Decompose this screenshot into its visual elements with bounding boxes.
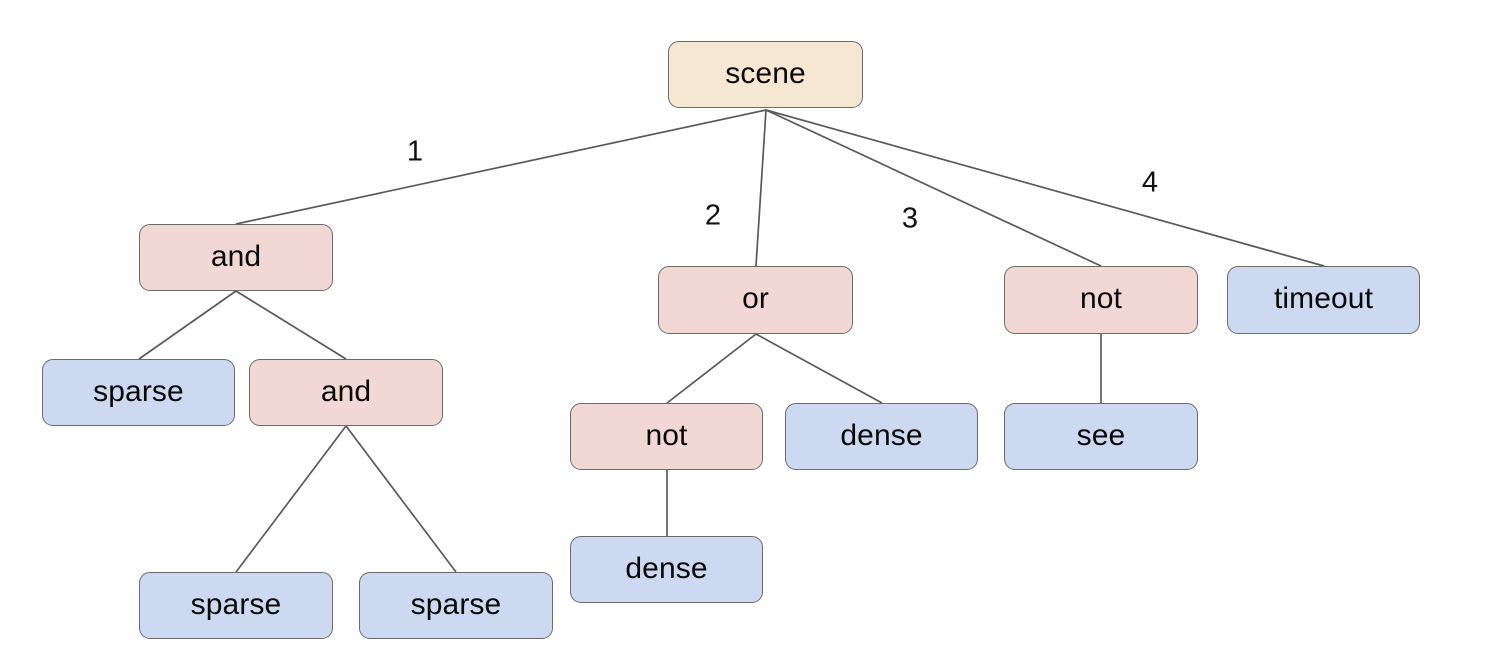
tree-edge-scene-to-timeout1 [765,109,1325,267]
tree-node-not1[interactable]: not [570,403,763,470]
tree-node-label: not [1079,282,1122,315]
tree-node-sparse1[interactable]: sparse [42,359,235,426]
tree-node-timeout1[interactable]: timeout [1227,266,1420,334]
tree-node-label: scene [725,56,806,90]
edge-label-scene-to-or1: 2 [704,199,722,232]
tree-edge-scene-to-and1 [235,109,767,225]
tree-node-label: sparse [410,587,502,621]
tree-node-label: see [1076,418,1126,452]
tree-node-sparse2[interactable]: sparse [139,572,333,639]
tree-node-label: sparse [190,587,282,621]
tree-edge-or1-to-dense1 [755,333,883,404]
tree-node-see1[interactable]: see [1004,403,1198,470]
edge-label-scene-to-not2: 3 [901,202,919,235]
tree-node-dense2[interactable]: dense [570,536,763,603]
tree-node-scene[interactable]: scene [668,41,863,108]
tree-node-label: dense [840,418,923,452]
tree-node-or1[interactable]: or [658,266,853,334]
tree-node-label: timeout [1273,282,1374,315]
tree-node-and2[interactable]: and [249,359,443,426]
tree-node-label: sparse [93,374,184,408]
tree-edge-and2-to-sparse3 [345,425,457,573]
tree-edge-and2-to-sparse2 [235,425,347,573]
tree-edge-and1-to-sparse1 [138,290,237,360]
tree-edge-scene-to-or1 [755,109,767,267]
tree-node-label: dense [625,551,708,585]
tree-node-and1[interactable]: and [139,224,333,291]
tree-node-label: not [645,418,688,452]
tree-node-not2[interactable]: not [1004,266,1198,334]
edge-label-scene-to-and1: 1 [406,135,424,168]
tree-node-label: and [210,239,262,273]
tree-node-sparse3[interactable]: sparse [359,572,553,639]
tree-node-dense1[interactable]: dense [785,403,978,470]
tree-node-label: or [742,282,769,315]
edge-label-scene-to-timeout1: 4 [1141,166,1159,199]
tree-edge-and1-to-and2 [235,290,347,360]
tree-edge-or1-to-not1 [666,333,757,404]
tree-edge-scene-to-not2 [765,109,1102,267]
tree-node-label: and [320,374,372,408]
